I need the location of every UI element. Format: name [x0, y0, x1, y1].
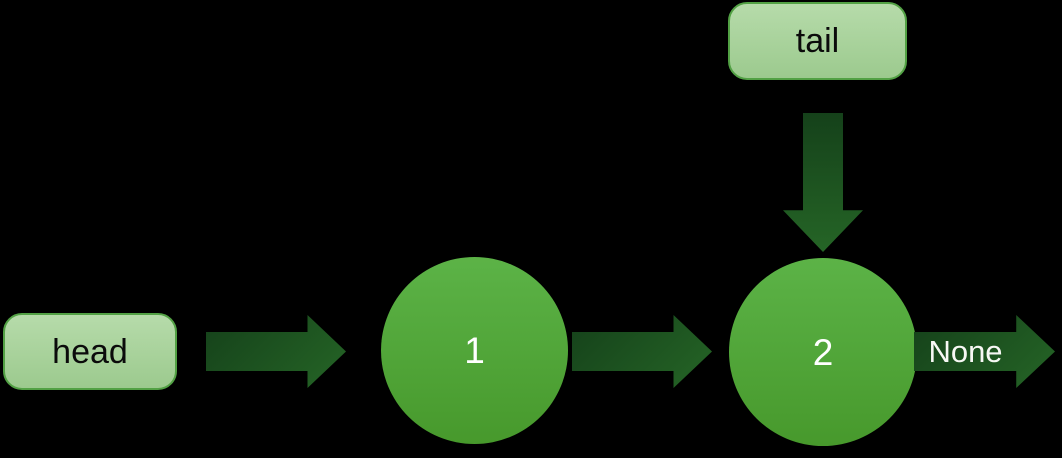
none-label-text: None — [928, 334, 1003, 369]
arrow-head-to-node-1-icon — [206, 315, 346, 388]
arrow-node-1-to-node-2-icon — [572, 315, 712, 388]
tail-label-box: tail — [728, 2, 907, 80]
tail-label-text: tail — [795, 22, 840, 60]
node-2-value: 2 — [812, 331, 834, 373]
list-node-1: 1 — [381, 257, 568, 444]
node-1-value: 1 — [464, 330, 485, 371]
list-node-2: 2 — [729, 258, 917, 446]
none-pointer-label: None — [914, 332, 1017, 371]
head-label-box: head — [3, 313, 177, 390]
head-label-text: head — [52, 332, 128, 371]
arrow-tail-to-node-2-icon — [783, 113, 863, 252]
